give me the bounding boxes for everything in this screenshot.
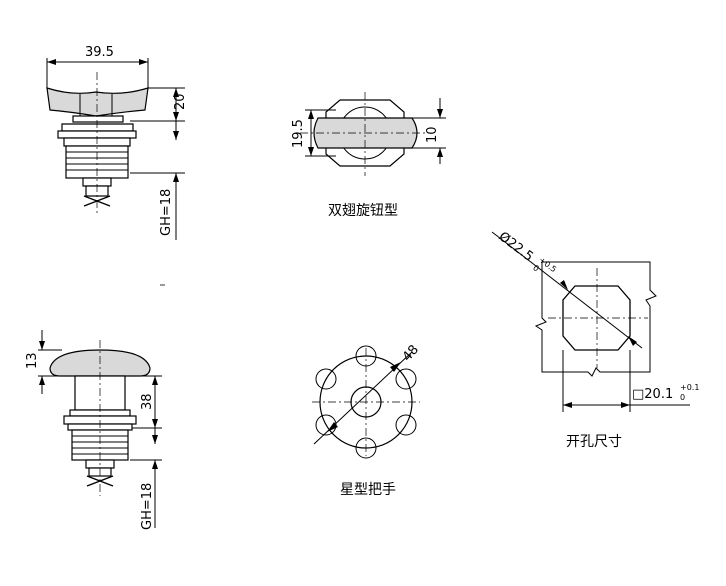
panel-cutout-view: Ø22.5 +0.5 0 □20.1 +0.1 0 开孔尺寸: [491, 229, 699, 450]
dim-width-label: 39.5: [85, 45, 114, 60]
dim-square-label: □20.1: [632, 387, 673, 402]
dim-star-gh-label: GH=18: [140, 483, 155, 530]
stray-mark: [160, 284, 165, 286]
tol-square-lower: 0: [680, 393, 685, 402]
star-knob-top-view: 48 星型把手: [312, 342, 422, 498]
wing-knob-side-view: 39.5 20 GH=18: [46, 45, 188, 240]
dim-star-body-label: 38: [140, 393, 155, 410]
dim-gh-label: GH=18: [159, 189, 174, 236]
star-knob-side-view: 13 38 GH=18: [25, 330, 162, 530]
dim-head-label: 20: [173, 93, 188, 110]
wing-knob-top-view: 19.5 10 双翅旋钮型: [291, 92, 446, 219]
tol-square-upper: +0.1: [680, 383, 699, 392]
cutout-caption: 开孔尺寸: [566, 434, 622, 450]
star-caption: 星型把手: [340, 482, 396, 498]
dim-star-diameter-label: 48: [400, 342, 422, 364]
dim-right-label: 10: [425, 126, 440, 143]
dim-circle-label: Ø22.5: [496, 229, 536, 265]
dim-star-head-label: 13: [25, 352, 40, 369]
dim-left-label: 19.5: [291, 119, 306, 148]
wing-caption: 双翅旋钮型: [328, 203, 398, 219]
tol-circle-upper: +0.5: [537, 255, 558, 274]
tol-circle-lower: 0: [531, 263, 540, 273]
